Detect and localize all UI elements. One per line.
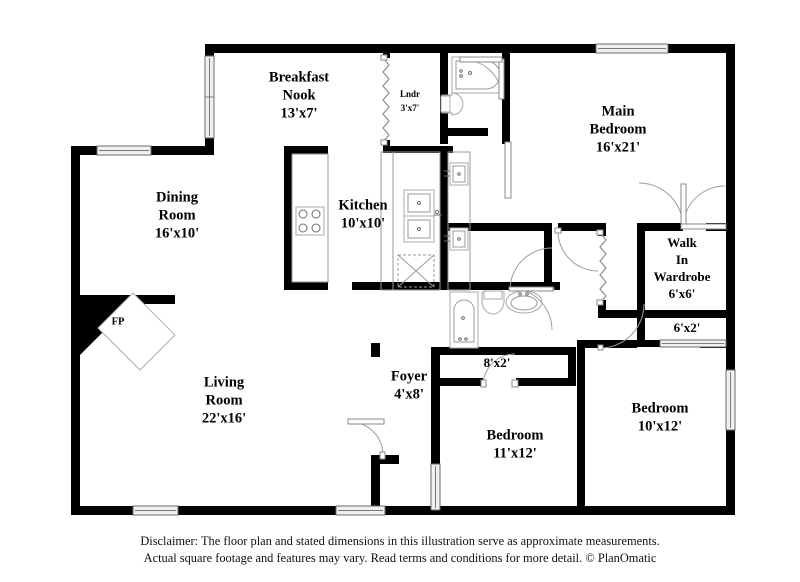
- label-closet-8x2-dims: 8'x2': [484, 355, 511, 370]
- label-laundry: Lndr: [400, 89, 420, 99]
- label-breakfast-nook-line1: Breakfast: [269, 69, 329, 85]
- doors: [347, 56, 727, 460]
- door-swing-bedroom-3: [599, 303, 645, 349]
- exterior-walls: [71, 44, 735, 515]
- bathtub-lower: [449, 291, 479, 349]
- bifold-wardrobe-hall: [599, 232, 607, 304]
- label-wardrobe-line3: Wardrobe: [654, 269, 711, 284]
- label-laundry-dims: 3'x7': [401, 103, 420, 113]
- label-wardrobe-line2: In: [676, 252, 689, 267]
- label-breakfast-nook-dims: 13'x7': [280, 105, 317, 121]
- label-wardrobe-line1: Walk: [667, 235, 697, 250]
- dishwasher-icon: [397, 254, 435, 288]
- door-swing-main-bedroom: [557, 230, 599, 272]
- label-foyer-dims: 4'x8': [394, 386, 424, 402]
- label-wardrobe-dims: 6'x6': [669, 286, 696, 301]
- second-bath-fixtures: [449, 290, 543, 349]
- door-swing-wardrobe: [682, 185, 726, 229]
- label-bedroom-2-dims: 11'x12': [493, 445, 537, 461]
- windows: [96, 43, 736, 516]
- vanity-sink-1: [449, 162, 469, 186]
- label-kitchen-dims: 10'x10': [341, 215, 385, 231]
- label-dining-room-line2: Room: [158, 207, 195, 223]
- fireplace: [97, 292, 176, 371]
- label-bedroom-3-dims: 10'x12': [638, 418, 682, 434]
- label-main-bedroom-line2: Bedroom: [590, 121, 647, 137]
- label-bedroom-2: Bedroom: [487, 427, 544, 443]
- label-living-room-dims: 22'x16': [202, 410, 246, 426]
- label-main-bedroom-line1: Main: [601, 103, 634, 119]
- interior-walls: [284, 44, 735, 515]
- disclaimer: Disclaimer: The floor plan and stated di…: [0, 533, 800, 566]
- bifold-doors: [380, 54, 607, 306]
- disclaimer-line-1: Disclaimer: The floor plan and stated di…: [140, 534, 660, 548]
- label-bedroom-3: Bedroom: [632, 400, 689, 416]
- label-living-room-line1: Living: [204, 374, 245, 390]
- bifold-laundry: [382, 57, 390, 143]
- label-dining-room-dims: 16'x10': [155, 225, 199, 241]
- label-living-room-line2: Room: [205, 392, 242, 408]
- label-breakfast-nook-line2: Nook: [282, 87, 316, 103]
- door-swing-front-entry: [349, 421, 384, 456]
- vanity-sink-2: [449, 227, 469, 251]
- label-kitchen: Kitchen: [338, 197, 387, 213]
- label-dining-room-line1: Dining: [156, 189, 199, 205]
- label-main-bedroom-dims: 16'x21': [596, 139, 640, 155]
- room-labels: Breakfast Nook 13'x7' Lndr 3'x7' Main Be…: [112, 69, 711, 461]
- kitchen-fixtures: [291, 151, 442, 291]
- main-bath-fixtures: [440, 56, 501, 291]
- disclaimer-line-2: Actual square footage and features may v…: [143, 550, 657, 565]
- label-closet-6x2-dims: 6'x2': [674, 320, 701, 335]
- label-foyer: Foyer: [391, 368, 428, 384]
- label-fireplace: FP: [112, 316, 125, 327]
